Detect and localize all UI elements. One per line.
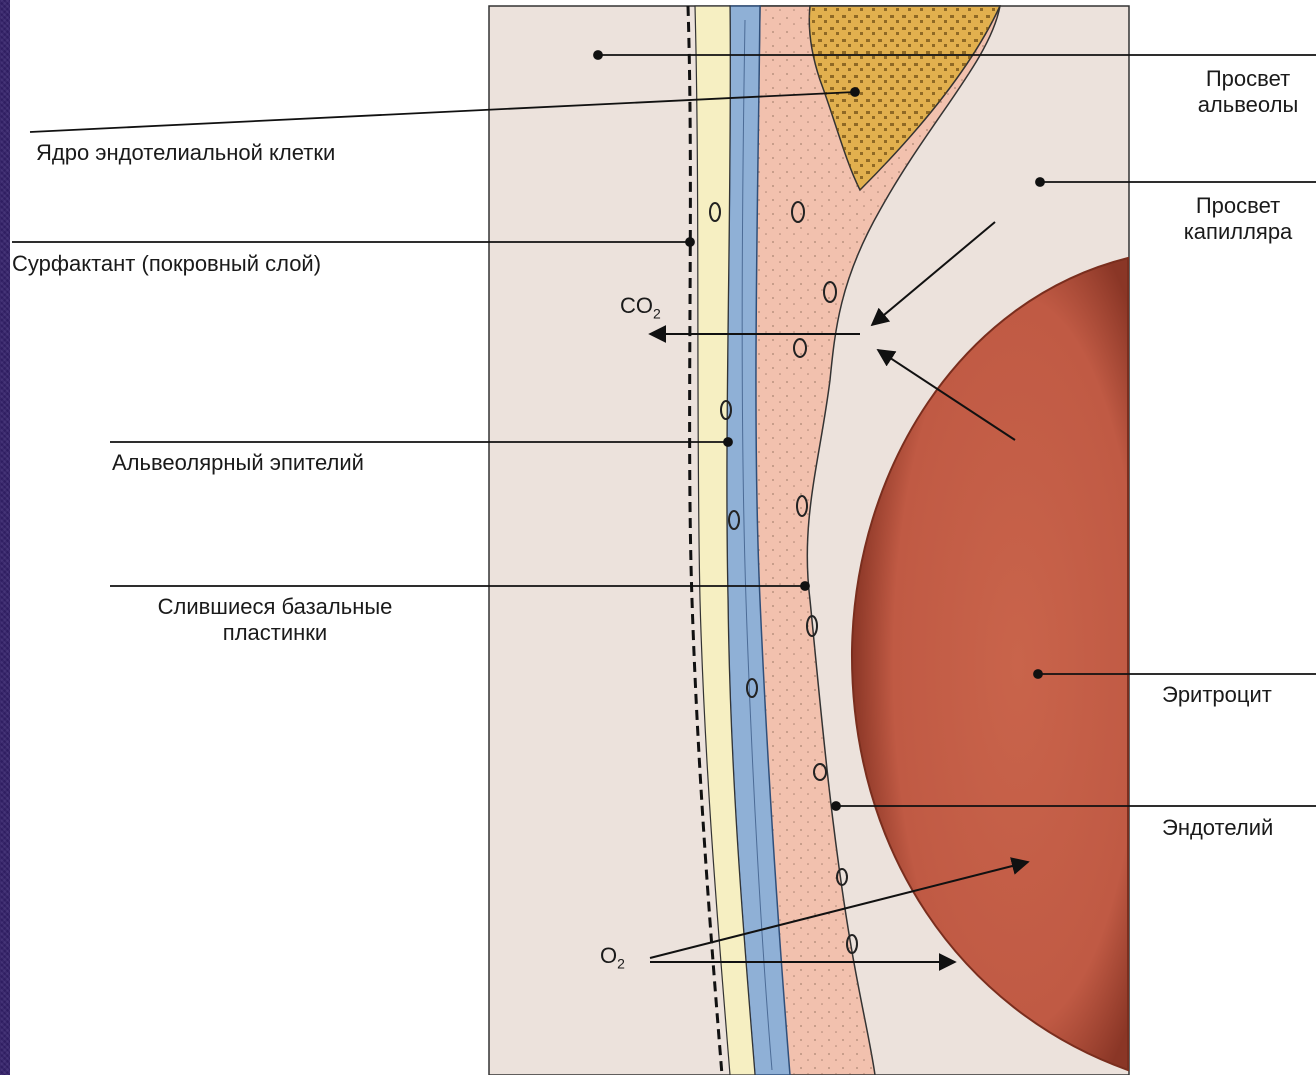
label-surfactant: Сурфактант (покровный слой) (12, 251, 321, 277)
label-co2: CO2 (620, 293, 661, 326)
label-erythrocyte: Эритроцит (1162, 682, 1272, 708)
label-endothelial-nucleus: Ядро эндотелиальной клетки (36, 140, 335, 166)
label-alveolar-lumen: Просвет альвеолы (1180, 66, 1316, 118)
label-capillary-lumen: Просвет капилляра (1160, 193, 1316, 245)
label-o2: O2 (600, 943, 625, 976)
label-fused-basal-laminae: Слившиеся базальные пластинки (110, 594, 440, 646)
label-endothelium: Эндотелий (1162, 815, 1273, 841)
label-alveolar-epithelium: Альвеолярный эпителий (112, 450, 364, 476)
